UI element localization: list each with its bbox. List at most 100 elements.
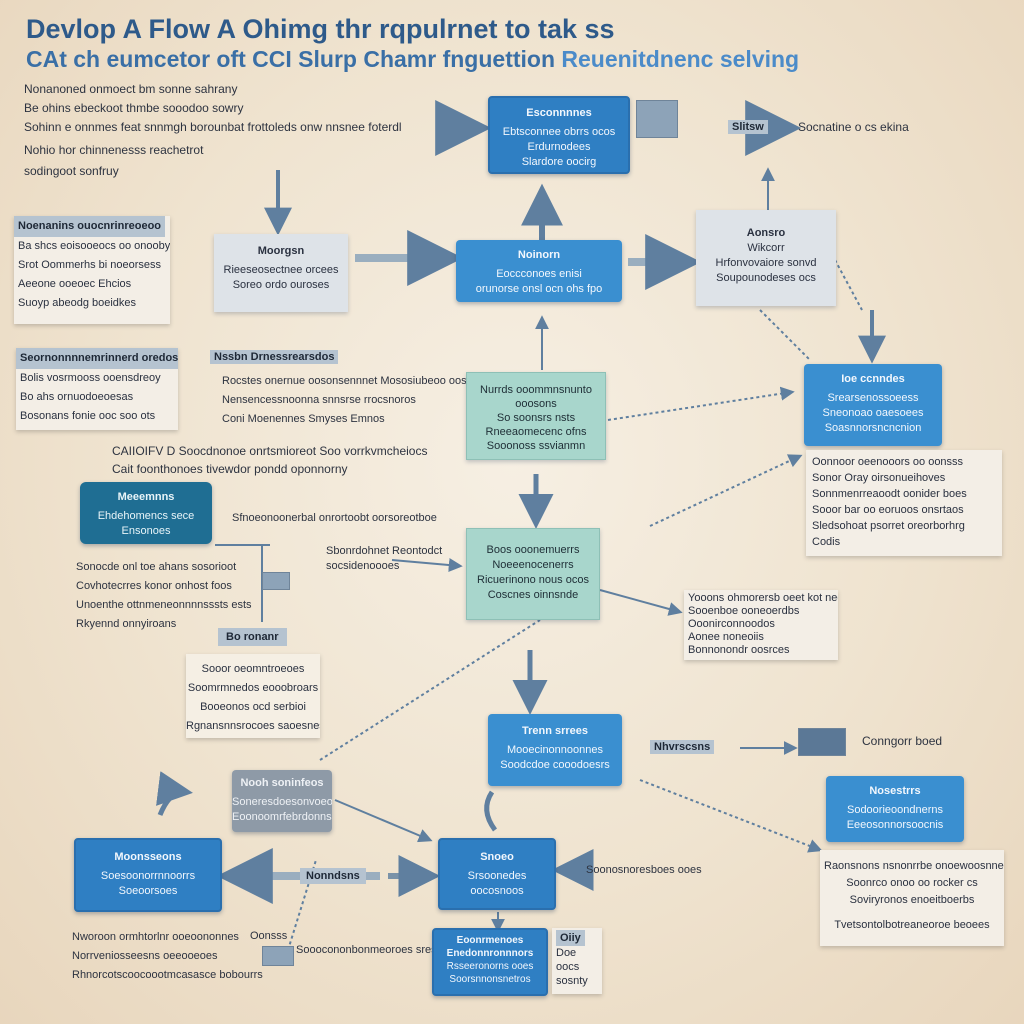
node-right-blue[interactable]: Ioe ccnndes Srearsenossoeess Sneonoao oa… <box>804 364 942 446</box>
mid-tag: Nonndsns <box>300 868 366 884</box>
node-title: Aonsro <box>746 227 786 239</box>
notes-line: Sonor Oray oirsonueihoves <box>812 472 946 484</box>
notes-card-left-4: Sooor oeomntroeoes Soomrmnedos eooobroar… <box>186 654 320 738</box>
node-line: Sooonoss ssvianmn <box>486 440 586 452</box>
node-line: Ensonoes <box>121 525 171 537</box>
notes-line: Norrveniosseesns oeeooeoes <box>72 950 218 962</box>
node-mint-mid[interactable]: Nurrds ooommnsnunto ooosons So soonsrs n… <box>466 372 606 460</box>
node-bottom-blue[interactable]: Eoonrmenoes Enedonnronnnors Rsseeronorns… <box>432 928 548 996</box>
node-line: Soorsnnonsnetros <box>449 974 531 985</box>
arrow-curve-left <box>156 771 193 816</box>
node-right-grey[interactable]: Aonsro Wikcorr Hrfonvovaiore sonvd Soupo… <box>696 210 836 306</box>
node-line: Soneresdoesonvoeoes <box>232 796 332 808</box>
node-mint-lower[interactable]: Boos ooonemuerrs Noeeenocenerrs Ricuerin… <box>466 528 600 620</box>
arrow-curve-snoeo <box>484 790 498 832</box>
notes-line: Sonnmenrreaoodt oonider boes <box>812 488 967 500</box>
node-line: Ehdehomencs sece <box>97 510 195 522</box>
cali-note: CAIIOIFV D Soocdnonoe onrtsmioreot Soo v… <box>112 442 427 478</box>
notes-line: Srot Oommerhs bi noeorsess <box>18 259 162 271</box>
arrow-blue-lower-right <box>639 779 823 853</box>
node-teal-left[interactable]: Meeemnns Ehdehomencs sece Ensonoes <box>80 482 212 544</box>
node-line: Eoccconoes enisi <box>496 268 582 280</box>
notes-line: Sooenboe ooneoerdbs <box>688 605 800 617</box>
notes-line: Ba shcs eoisooeocs oo onooby <box>18 240 170 252</box>
node-line: Coscnes oinnsnde <box>487 589 579 601</box>
node-bottom-left-blue[interactable]: Moonsseons Soesoonorrnnoorrs Soeoorsoes <box>74 838 222 912</box>
document-icon <box>636 100 678 138</box>
node-title: Noinorn <box>517 249 561 261</box>
node-title: Esconnnnes <box>526 107 592 119</box>
notes-line: Aonee noneoiis <box>688 631 764 643</box>
notes-line: Rgnansnnsrocoes saoesnesar <box>186 720 320 732</box>
slitsw-tag: Slitsw <box>728 120 768 134</box>
notes-line: Rhnorcotscoocoootmcasasce bobourrs <box>72 969 263 981</box>
node-line: Soasnnorsncncnion <box>824 422 922 434</box>
small-node-icon <box>798 728 846 756</box>
notes-line: Rkyennd onnyiroans <box>76 618 177 630</box>
bottom-left-notes: Nworoon ormhtorlnr ooeoononnes Norrvenio… <box>72 928 263 985</box>
node-line: So soonsrs nsts <box>496 412 576 424</box>
intro-line: Nonanoned onmoect bm sonne sahrany <box>24 82 238 96</box>
arrow-mid-to-right <box>599 589 683 616</box>
notes-line: oocs <box>556 961 580 973</box>
node-center[interactable]: Noinorn Eoccconoes enisi orunorse onsl o… <box>456 240 622 302</box>
small-node-icon <box>262 946 294 966</box>
notes-line: Ooonirconnoodos <box>688 618 775 630</box>
intro-line: Be ohins ebeckoot thmbe sooodoo sowry <box>24 101 244 115</box>
arrow-to-right-blue <box>607 386 795 421</box>
note-line: CAIIOIFV D Soocdnonoe onrtsmioreot Soo v… <box>112 444 428 458</box>
intro-line: Sohinn e onnmes feat snnmgh borounbat fr… <box>24 120 402 134</box>
node-title: Nosestrrs <box>869 785 921 797</box>
node-title: Snoeo <box>480 851 514 863</box>
node-title: Ioe ccnndes <box>841 373 905 385</box>
notes-card-right-3: Raonsnons nsnonrrbe onoewoosnnees Soonrc… <box>820 850 1004 946</box>
notes-line: Suoyp abeodg boeidkes <box>18 297 137 309</box>
left-notes-3: Sonocde onl toe ahans sosorioot Covhotec… <box>76 558 252 634</box>
node-line: Ebtsconnee obrrs ocos <box>502 126 616 138</box>
node-line: Soupounodeses ocs <box>716 272 816 284</box>
arrow-side-to-mint <box>391 558 463 572</box>
node-lower-blue[interactable]: Trenn srrees Mooecinonnoonnes Soodcdoe c… <box>488 714 622 786</box>
notes-line: Bonnonondr oosrces <box>688 644 790 656</box>
node-modes[interactable]: Moorgsn Rieeseosectnee orcees Soreo ordo… <box>214 234 348 312</box>
node-line: Slardore oocirg <box>521 156 597 168</box>
node-right-blue-2[interactable]: Nosestrrs Sodoorieoondnerns Eeeosonnorso… <box>826 776 964 842</box>
arrow-grey-to-snoeo <box>334 799 433 843</box>
notes-line: Sonocde onl toe ahans sosorioot <box>76 561 237 573</box>
bottom-connector-label: Sooocononbonmeoroes sres <box>296 944 437 956</box>
node-line: ooosons <box>515 398 557 410</box>
notes-line: Tvetsontolbotreaneoroe beoees <box>834 919 990 931</box>
notes-line: Raonsnons nsnonrrbe onoewoosnnees <box>824 860 1004 872</box>
node-line: Ricuerinono nous ocos <box>477 574 589 586</box>
bottom-small-label: Oonsss <box>250 930 288 942</box>
node-line: Sodoorieoondnerns <box>846 804 944 816</box>
subtitle-main: CAt ch eumcetor oft CCI Slurp Chamr fngu… <box>26 46 562 72</box>
notes-card-1: Noenanins ouocnrinreoeoo Ba shcs eoisooe… <box>14 216 170 324</box>
node-line: Mooecinonnoonnes <box>506 744 604 756</box>
notes-line: sosnty <box>556 975 588 987</box>
notes-title: Noenanins ouocnrinreoeoo <box>14 216 166 237</box>
notes-title: Seornonnnnemrinnerd oredos <box>16 348 178 369</box>
tiny-connector-label: Soonosnoresboes ooes <box>586 864 702 876</box>
notes-title: Oiiy <box>556 930 585 946</box>
node-title: Trenn srrees <box>521 725 589 737</box>
arrow-dashed-right-1 <box>834 259 863 311</box>
arrow-long-dashed <box>319 619 541 761</box>
node-line: Eeeosonnorsoocnis <box>846 819 944 831</box>
slitsw-label: Socnatine o cs ekina <box>798 120 909 134</box>
node-top[interactable]: Esconnnnes Ebtsconnee obrrs ocos Erdurno… <box>488 96 630 174</box>
node-line: Wikcorr <box>747 242 785 254</box>
node-line: Boos ooonemuerrs <box>486 544 580 556</box>
node-title: Meeemnns <box>117 491 175 503</box>
notes-line: Soviryronos enoeitboerbs <box>849 894 975 906</box>
side-label-line: Sbonrdohnet Reontodct <box>326 545 443 557</box>
node-line: orunorse onsl ocn ohs fpo <box>475 283 603 295</box>
node-bottom-center[interactable]: Snoeo Srsoonedes oocosnoos <box>438 838 556 910</box>
node-grey[interactable]: Nooh soninfeos Soneresdoesonvoeoes Eoono… <box>232 770 332 832</box>
notes-line: Nworoon ormhtorlnr ooeoononnes <box>72 931 239 943</box>
center-connector-label: Sfnoeonoonerbal onrortoobt oorsoreotboe <box>232 512 437 524</box>
node-line: Soeoorsoes <box>118 885 178 897</box>
node-title: Moorgsn <box>257 245 305 257</box>
arrow-dashed-right-2 <box>759 309 811 361</box>
notes-line: Codis <box>812 536 841 548</box>
